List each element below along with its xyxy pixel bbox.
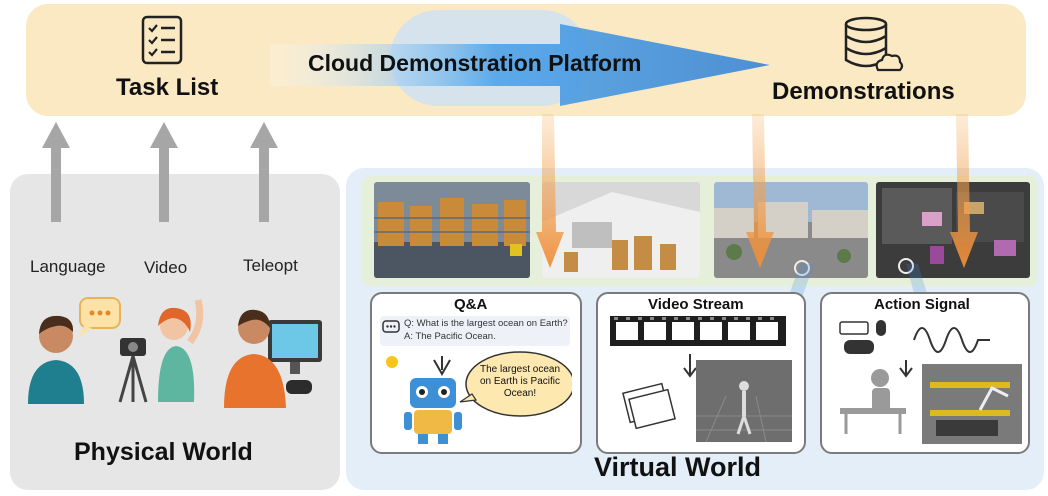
database-cloud-icon	[844, 16, 904, 72]
person-teleoperating-illustration	[224, 309, 322, 408]
teleopt-label: Teleopt	[243, 256, 298, 275]
robot-speech-bubble: The largest ocean on Earth is Pacific Oc…	[466, 364, 574, 400]
qa-chat-box	[380, 316, 570, 346]
person-recording-illustration	[118, 299, 204, 403]
qa-panel: Q&A Q: What is the largest ocean on Eart…	[370, 292, 582, 454]
virtual-world-title: Virtual World	[594, 452, 762, 482]
robot-answer-illustration	[386, 351, 572, 444]
language-label: Language	[30, 257, 106, 276]
chat-icon	[382, 320, 400, 333]
action-signal-illustration	[839, 320, 1022, 444]
video-label: Video	[144, 258, 188, 277]
video-stream-illustration	[610, 316, 792, 443]
bubble-line-2: on Earth is Pacific	[479, 376, 561, 387]
person-speaking-illustration	[28, 297, 121, 404]
bubble-line-3: Ocean!	[503, 388, 537, 399]
platform-label: Cloud Demonstration Platform	[308, 50, 642, 76]
warehouse-scene-1	[374, 182, 530, 278]
warehouse-scene-2	[542, 182, 700, 278]
demonstrations-label: Demonstrations	[772, 78, 955, 105]
video-stream-panel: Video Stream	[596, 292, 806, 454]
checklist-icon	[141, 15, 183, 65]
video-stream-title: Video Stream	[648, 296, 744, 313]
qa-title: Q&A	[454, 296, 488, 313]
action-signal-title: Action Signal	[874, 296, 970, 313]
bubble-line-1: The largest ocean	[479, 364, 561, 375]
qa-question: Q: What is the largest ocean on Earth?	[404, 318, 568, 329]
street-plaza-scene	[714, 182, 868, 278]
physical-world-title: Physical World	[74, 438, 253, 466]
demonstration-arrows	[536, 114, 978, 268]
task-list-label: Task List	[116, 74, 219, 101]
action-signal-panel: Action Signal	[820, 292, 1030, 454]
platform-flow-arrow	[270, 24, 770, 106]
upload-arrows	[42, 122, 278, 222]
office-interior-scene	[876, 182, 1030, 278]
qa-answer: A: The Pacific Ocean.	[404, 331, 496, 342]
